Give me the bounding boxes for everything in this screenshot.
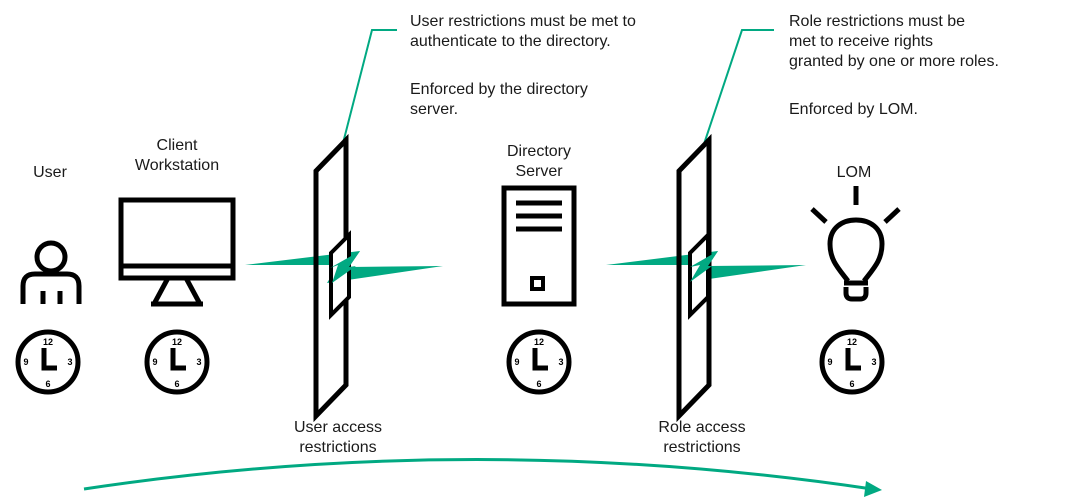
user-access-barrier — [313, 133, 351, 423]
clock-12: 12 — [847, 337, 857, 347]
user-restrictions-leader — [341, 29, 397, 148]
client-label-line1: Client — [157, 137, 198, 154]
server-icon — [501, 185, 577, 307]
user-note-line4: server. — [410, 101, 458, 118]
user-access-label-line1: User access — [294, 419, 382, 436]
role-note-line2: met to receive rights — [789, 33, 933, 50]
role-note-line1: Role restrictions must be — [789, 13, 965, 30]
user-access-label-line2: restrictions — [299, 439, 376, 456]
directory-clock: 12 3 6 9 — [509, 332, 569, 392]
role-access-label-line1: Role access — [658, 419, 745, 436]
clock-6: 6 — [536, 379, 541, 389]
clock-3: 3 — [196, 357, 201, 367]
lightbulb-icon — [810, 186, 901, 302]
client-label-line2: Workstation — [135, 157, 219, 174]
clock-12: 12 — [534, 337, 544, 347]
role-access-label-line2: restrictions — [663, 439, 740, 456]
user-restrictions-note: User restrictions must be met to authent… — [410, 13, 636, 118]
clock-9: 9 — [152, 357, 157, 367]
clock-12: 12 — [43, 337, 53, 347]
clock-9: 9 — [827, 357, 832, 367]
clock-6: 6 — [45, 379, 50, 389]
role-restrictions-leader — [702, 29, 774, 148]
clock-6: 6 — [174, 379, 179, 389]
clock-3: 3 — [558, 357, 563, 367]
clock-9: 9 — [23, 357, 28, 367]
user-note-line2: authenticate to the directory. — [410, 33, 611, 50]
flow-arrow — [83, 458, 882, 497]
role-note-line3: granted by one or more roles. — [789, 53, 999, 70]
lom-clock: 12 3 6 9 — [822, 332, 882, 392]
clock-3: 3 — [67, 357, 72, 367]
user-icon — [20, 240, 82, 304]
clock-3: 3 — [871, 357, 876, 367]
directory-label-line2: Server — [515, 163, 563, 180]
directory-label-line1: Directory — [507, 143, 571, 160]
lom-label: LOM — [837, 164, 872, 181]
clock-9: 9 — [514, 357, 519, 367]
user-note-line1: User restrictions must be met to — [410, 13, 636, 30]
role-restrictions-note: Role restrictions must be met to receive… — [789, 13, 999, 118]
role-note-line4: Enforced by LOM. — [789, 101, 918, 118]
user-clock: 12 3 6 9 — [18, 332, 78, 392]
user-note-line3: Enforced by the directory — [410, 81, 588, 98]
user-label: User — [33, 164, 67, 181]
monitor-icon — [118, 197, 236, 307]
client-clock: 12 3 6 9 — [147, 332, 207, 392]
clock-6: 6 — [849, 379, 854, 389]
clock-12: 12 — [172, 337, 182, 347]
